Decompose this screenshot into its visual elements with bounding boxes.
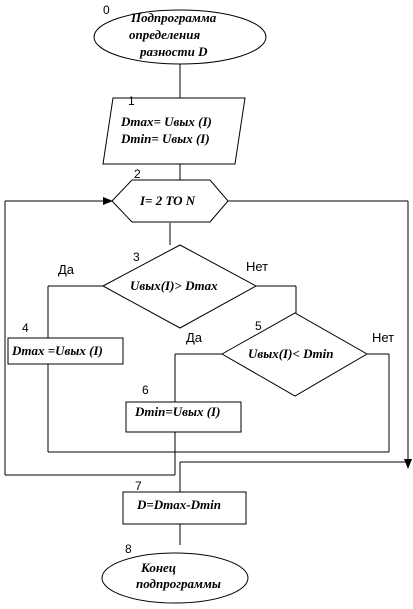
block-number: 4 xyxy=(22,321,29,335)
block-number: 2 xyxy=(134,167,141,181)
block-text-line: подпрограммы xyxy=(136,576,221,591)
no-label: Нет xyxy=(372,330,394,345)
block-number: 7 xyxy=(135,479,142,493)
block-number: 8 xyxy=(125,542,132,556)
block-text-line: I= 2 TO N xyxy=(139,193,196,208)
block-text-line: Конец xyxy=(140,560,176,575)
block-5-decision: 5 Uвых(I)< Dmin Да Нет xyxy=(186,312,394,397)
block-text-line: Dmin=Uвых (I) xyxy=(134,404,220,419)
no-label: Нет xyxy=(246,259,268,274)
yes-label: Да xyxy=(186,330,203,345)
block-text-line: Dmax =Uвых (I) xyxy=(11,343,103,358)
block-number: 1 xyxy=(128,94,135,108)
connector-lines xyxy=(4,63,412,545)
block-text-line: разности D xyxy=(139,44,208,59)
block-number: 6 xyxy=(142,383,149,397)
block-text-line: Подпрограмма xyxy=(130,10,217,25)
block-text-line: Dmin= Uвых (I) xyxy=(120,131,210,146)
block-8-end: 8 Конец подпрограммы xyxy=(101,542,249,604)
block-1-init: 1 Dmax= Uвых (I) Dmin= Uвых (I) xyxy=(102,94,246,165)
block-number: 5 xyxy=(255,319,262,333)
block-6-process: 6 Dmin=Uвых (I) xyxy=(125,383,242,433)
block-text-line: Uвых(I)< Dmin xyxy=(248,346,333,361)
block-text-line: D=Dmax-Dmin xyxy=(136,497,221,512)
block-text-line: Dmax= Uвых (I) xyxy=(120,114,212,129)
block-number: 0 xyxy=(103,3,110,17)
block-0-start: 0 Подпрограмма определения разности D xyxy=(93,3,267,65)
block-4-process: 4 Dmax =Uвых (I) xyxy=(7,321,124,365)
block-number: 3 xyxy=(133,250,140,264)
block-2-loop: 2 I= 2 TO N xyxy=(111,167,229,223)
block-3-decision: 3 Uвых(I)> Dmax Да Нет xyxy=(58,244,268,329)
block-text-line: Uвых(I)> Dmax xyxy=(130,278,218,293)
block-text-line: определения xyxy=(129,27,200,42)
yes-label: Да xyxy=(58,262,75,277)
block-7-process: 7 D=Dmax-Dmin xyxy=(122,479,247,525)
